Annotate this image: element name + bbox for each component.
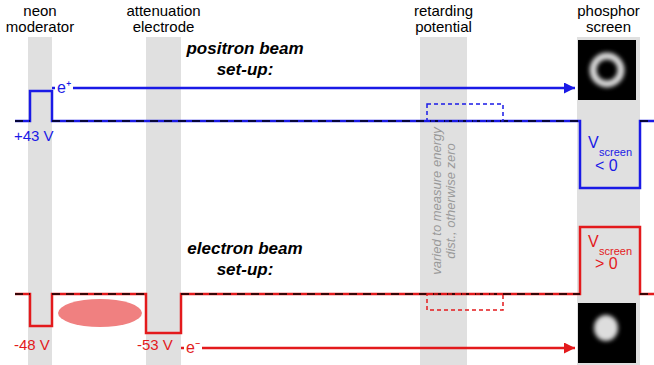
- retarding-band: retarding potentialvaried to measure ene…: [420, 37, 467, 365]
- setup-heading: electron beam set-up:: [170, 238, 320, 280]
- retarding-step: [427, 104, 503, 121]
- zero-line: [15, 293, 654, 295]
- electron-spot: [594, 315, 618, 341]
- positron-ring: [593, 56, 621, 84]
- voltage-label: +43 V: [14, 127, 54, 144]
- particle-label: e⁺: [55, 79, 73, 97]
- band-note: varied to measure energy dist., otherwis…: [429, 126, 458, 276]
- moderator-band: neon moderator: [28, 37, 52, 365]
- zero-line: [15, 120, 654, 122]
- voltage-sign: > 0: [595, 255, 618, 273]
- voltage-sign: < 0: [595, 157, 618, 175]
- electron-cloud: [58, 299, 142, 327]
- beam-arrow: [52, 87, 575, 90]
- voltage-symbol: V: [588, 233, 599, 251]
- voltage-label: -53 V: [137, 336, 173, 353]
- retarding-step: [427, 294, 503, 310]
- band-heading: phosphor screen: [577, 3, 640, 35]
- screen-image: [578, 303, 636, 363]
- electrode-band: attenuation electrode: [146, 37, 181, 365]
- setup-heading: positron beam set-up:: [170, 38, 320, 80]
- band-heading: attenuation electrode: [126, 3, 200, 35]
- band-heading: neon moderator: [6, 3, 74, 35]
- voltage-symbol: V: [588, 134, 599, 152]
- screen-image: [578, 40, 636, 100]
- band-heading: retarding potential: [414, 3, 473, 35]
- beam-arrow: [181, 347, 575, 350]
- voltage-label: -48 V: [14, 336, 50, 353]
- electron-potential-line: [15, 227, 654, 333]
- particle-label: e⁻: [184, 339, 202, 357]
- positron-potential-line: [15, 91, 654, 188]
